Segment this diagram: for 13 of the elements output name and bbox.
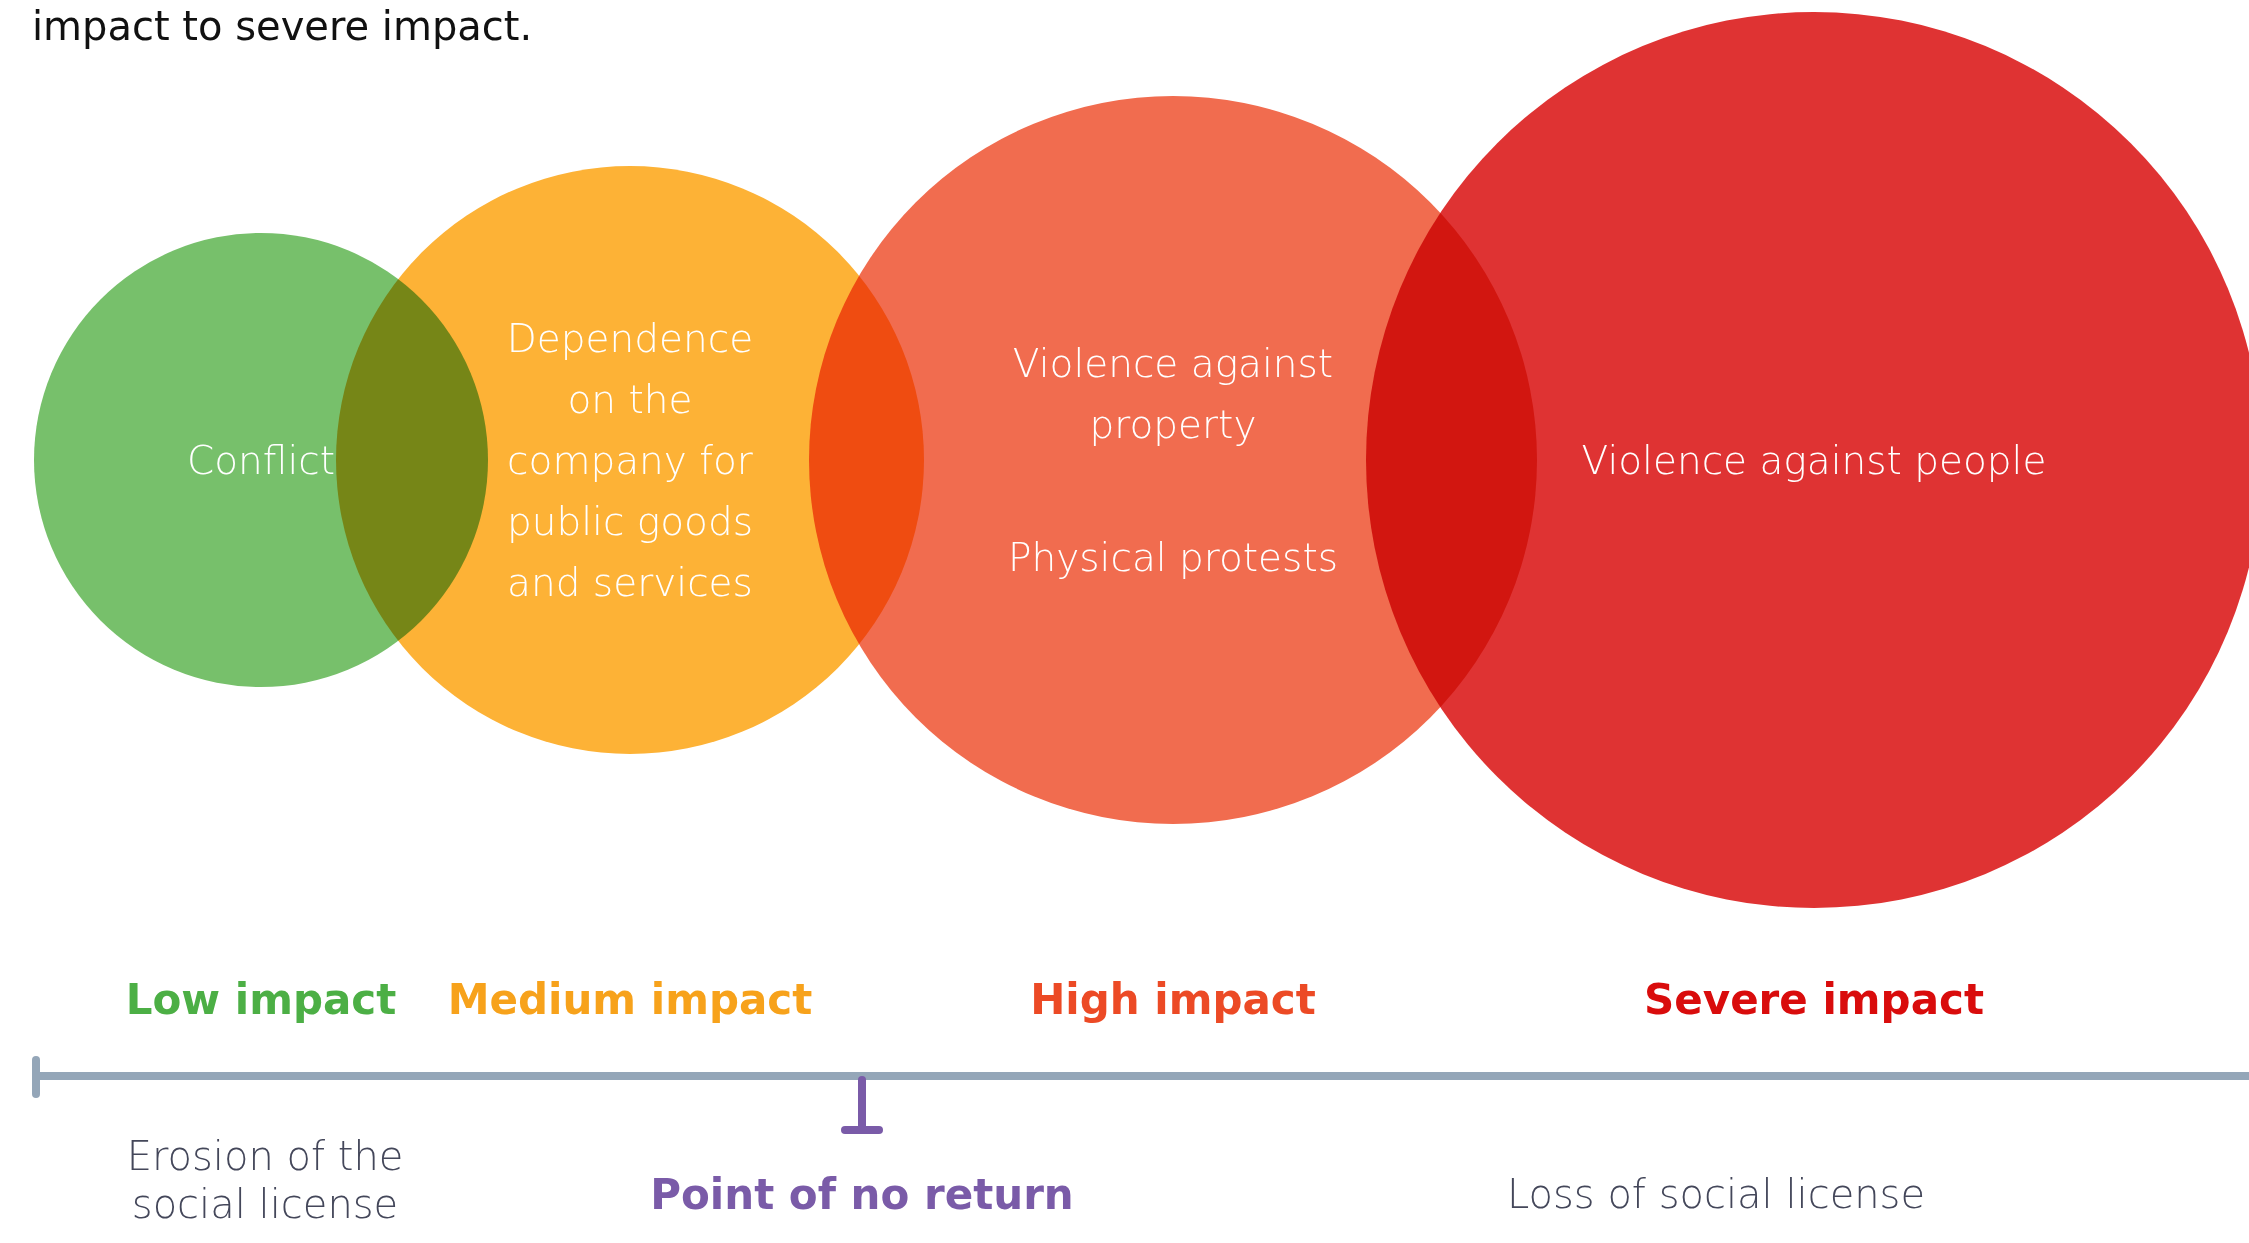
stage-note: Loss of social license [1506, 1170, 1926, 1218]
impact-level: Severe impact [1644, 975, 1984, 1026]
stage-note: Erosion of the social license [125, 1132, 405, 1228]
milestone-label: Point of no return [650, 1170, 1074, 1221]
circle-label: Physical protests [1007, 533, 1339, 582]
intro-text: impact to severe impact. [32, 2, 533, 50]
impact-level: High impact [1030, 975, 1316, 1026]
circle-label: Violence against people [1581, 436, 2047, 485]
impact-level: Low impact [125, 975, 397, 1026]
impact-level: Medium impact [447, 975, 813, 1026]
circle-label: Conflict [187, 436, 335, 485]
circle-label: Dependence on the company for public goods and services [505, 314, 755, 607]
circle-label: Violence against property [1011, 339, 1335, 449]
